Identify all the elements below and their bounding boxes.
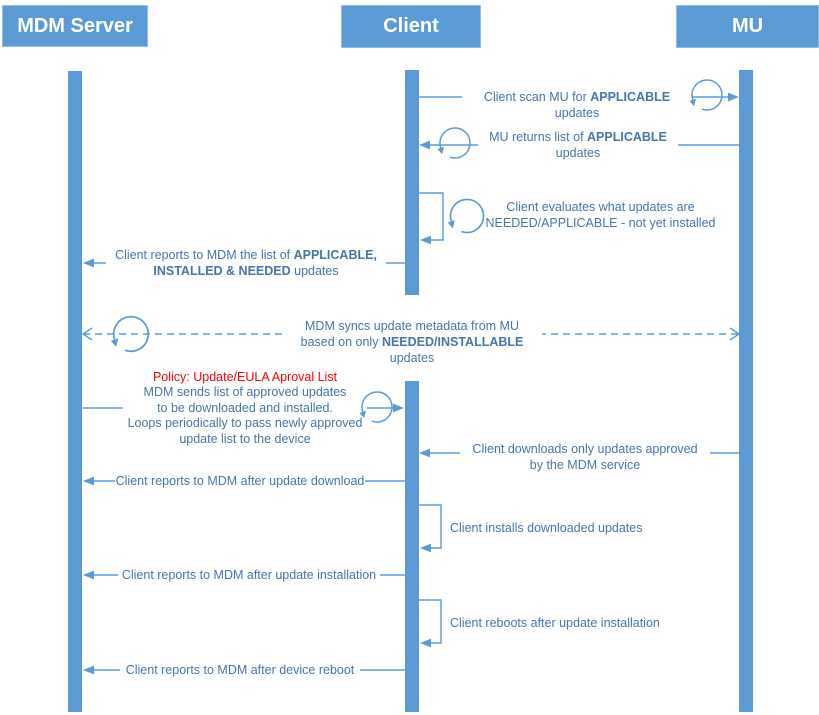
message-label-report-reboot: Client reports to MDM after device reboo… xyxy=(120,662,360,678)
message-label-installs: Client installs downloaded updates xyxy=(450,520,680,536)
arrowhead-report-download xyxy=(83,476,94,486)
arrowhead-evaluates xyxy=(420,235,431,245)
arrowhead-returns xyxy=(419,140,430,150)
loop-icon-sync xyxy=(110,315,150,353)
lifeline-client-upper xyxy=(405,70,419,295)
message-label-reboots: Client reboots after update installation xyxy=(450,615,685,631)
message-label-report-install: Client reports to MDM after update insta… xyxy=(118,567,380,583)
loop-icon-scan xyxy=(688,79,723,111)
actor-label-mdm-server: MDM Server xyxy=(17,14,133,37)
self-loop-reboots xyxy=(419,599,442,644)
arrowhead-installs xyxy=(420,543,431,553)
open-arrowhead-sync-right xyxy=(729,327,741,341)
arrowhead-scan xyxy=(728,92,739,102)
actor-box-client: Client xyxy=(341,5,481,48)
lifeline-client-lower xyxy=(405,381,419,712)
loop-icon-returns xyxy=(436,127,471,159)
policy-note: Policy: Update/EULA Aproval List xyxy=(115,369,375,385)
actor-label-client: Client xyxy=(383,15,439,37)
arrowhead-report-list xyxy=(83,258,94,268)
arrowhead-downloads xyxy=(419,448,430,458)
arrowhead-report-reboot xyxy=(83,665,94,675)
message-label-scan: Client scan MU for APPLICABLE updates xyxy=(462,89,692,121)
arrowhead-reboots xyxy=(420,638,431,648)
self-loop-installs xyxy=(419,504,442,549)
open-arrowhead-sync-left xyxy=(81,327,93,341)
message-label-report-list: Client reports to MDM the list of APPLIC… xyxy=(106,247,386,279)
actor-label-mu: MU xyxy=(731,15,764,37)
actor-box-mdm-server: MDM Server xyxy=(2,5,148,47)
self-loop-evaluates xyxy=(419,192,444,241)
message-label-report-download: Client reports to MDM after update downl… xyxy=(115,473,365,489)
lifeline-mu xyxy=(739,70,753,712)
actor-box-mu: MU xyxy=(676,5,819,48)
arrowhead-approved xyxy=(393,403,404,413)
arrowhead-report-install xyxy=(83,570,94,580)
lifeline-mdm-server xyxy=(68,71,82,712)
